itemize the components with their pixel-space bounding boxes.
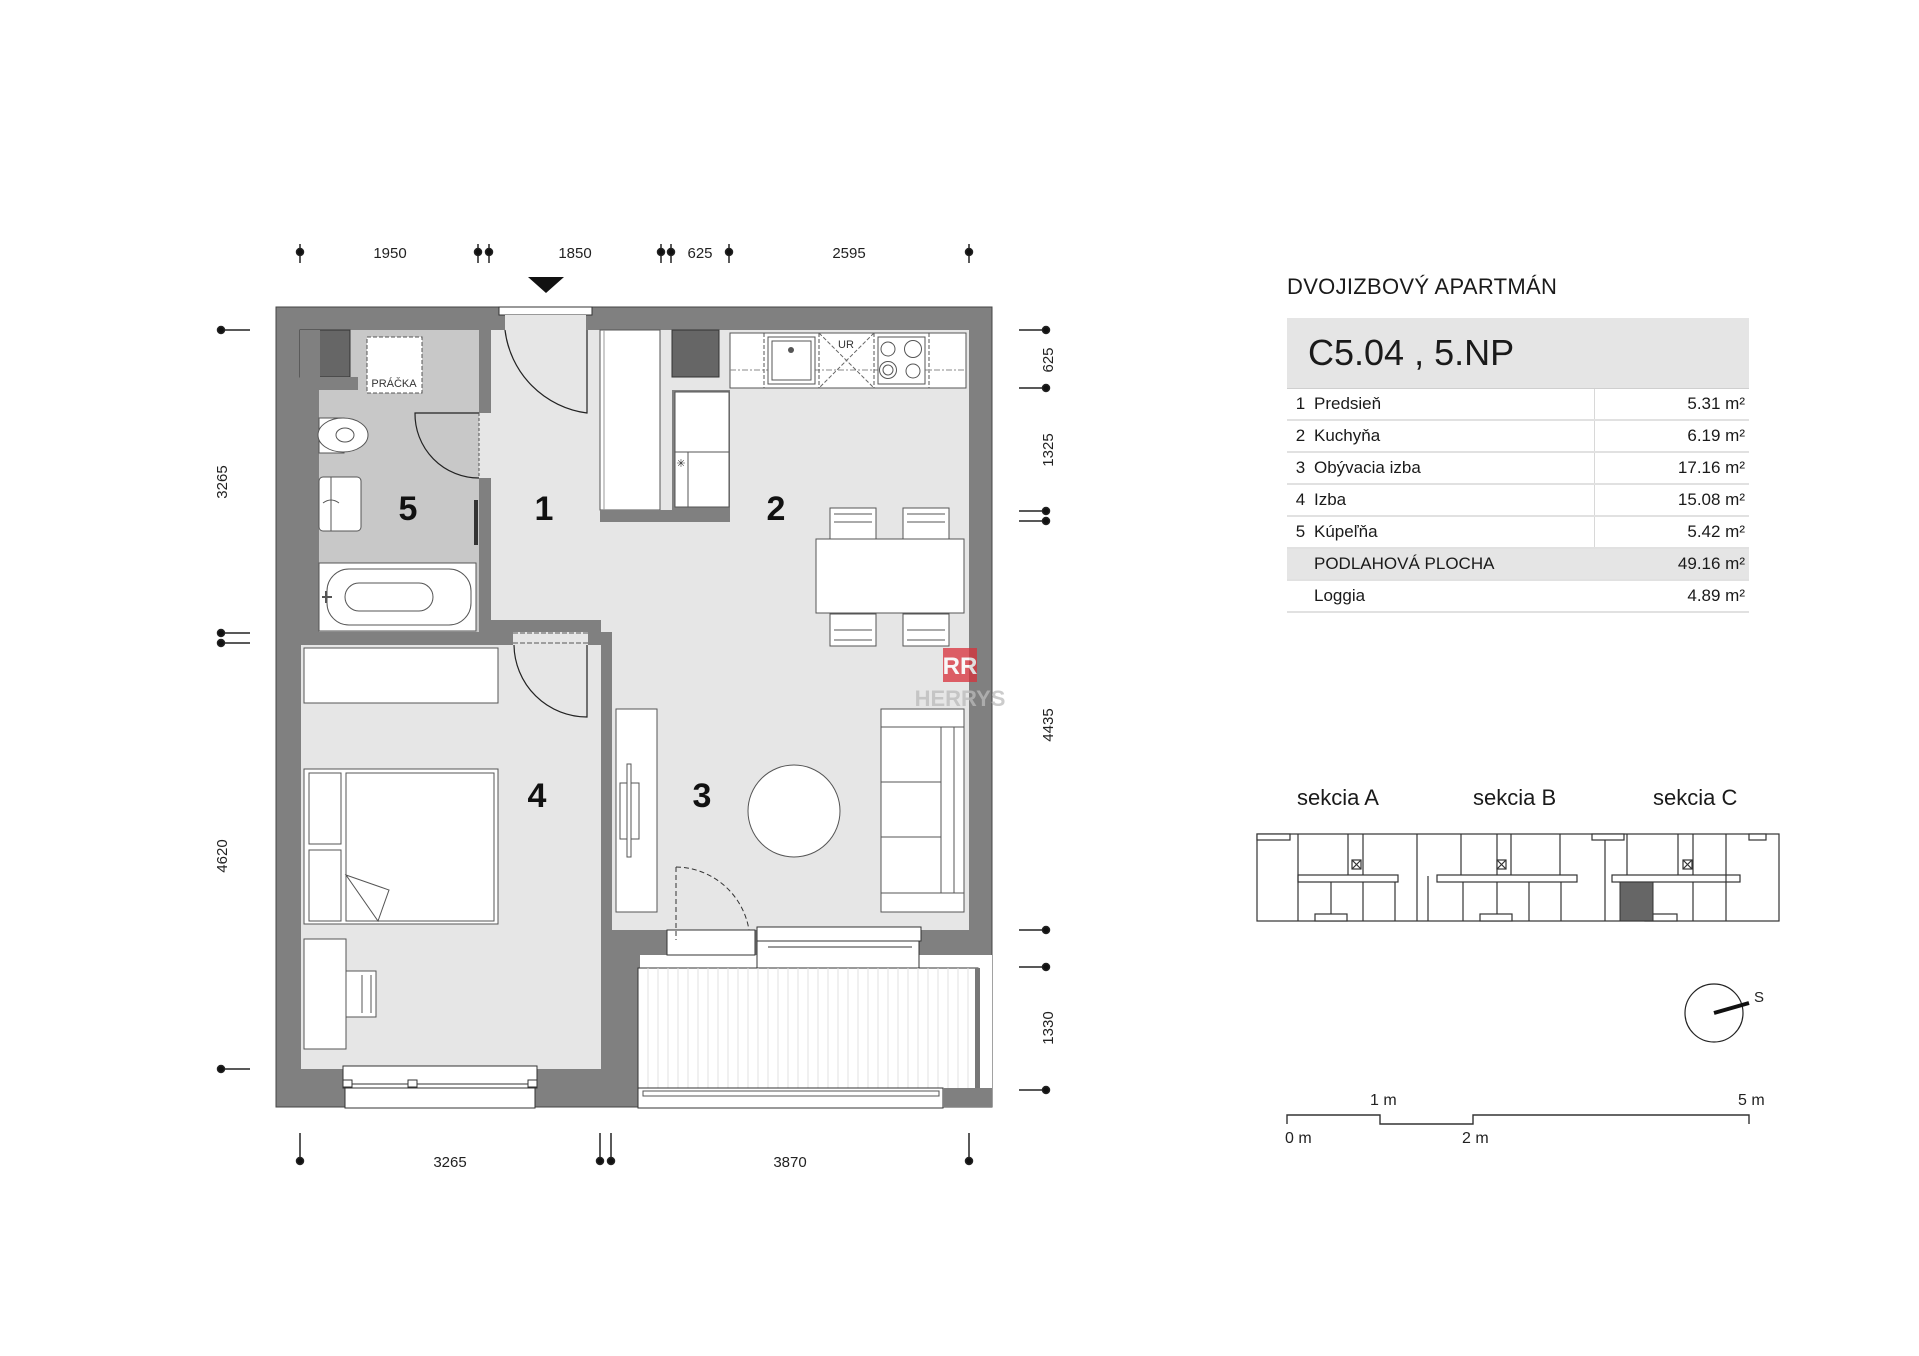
- bed: [303, 768, 499, 925]
- room-name: Kuchyňa: [1314, 420, 1595, 453]
- room-name: Kúpeľňa: [1314, 516, 1595, 549]
- unit-label: C5.04 , 5.NP: [1287, 318, 1749, 389]
- apartment-info-panel: DVOJIZBOVÝ APARTMÁN C5.04 , 5.NP 1 Preds…: [1287, 270, 1749, 613]
- room-area-table: 1 Predsieň 5.31 m² 2 Kuchyňa 6.19 m² 3 O…: [1287, 389, 1749, 613]
- dim-bottom-1: 3265: [433, 1154, 466, 1171]
- room-number-3: 3: [693, 777, 712, 815]
- dim-right-4: 1330: [1040, 1011, 1057, 1044]
- total-area-row: PODLAHOVÁ PLOCHA 49.16 m²: [1287, 548, 1749, 581]
- loggia-row: Loggia 4.89 m²: [1287, 580, 1749, 613]
- section-a-label: sekcia A: [1297, 785, 1379, 810]
- compass-icon: [1684, 983, 1750, 1043]
- dim-right-1: 625: [1040, 347, 1057, 372]
- scale-label-5m: 5 m: [1738, 1092, 1765, 1109]
- fridge-unit: ✳: [672, 390, 730, 510]
- table-row: 4 Izba 15.08 m²: [1287, 484, 1749, 517]
- bedroom-door-swing: [513, 644, 588, 718]
- room-name: Obývacia izba: [1314, 452, 1595, 485]
- hall-wardrobe: [599, 329, 730, 522]
- towel-rail: [474, 500, 478, 545]
- tv-unit: [615, 708, 658, 913]
- key-plan: [1256, 833, 1780, 922]
- bathroom-sink: [318, 476, 362, 532]
- loggia-label: Loggia: [1314, 580, 1595, 613]
- total-area: 49.16 m²: [1594, 548, 1749, 581]
- table-row: 1 Predsieň 5.31 m²: [1287, 389, 1749, 421]
- total-label: PODLAHOVÁ PLOCHA: [1314, 548, 1595, 581]
- dimensions-right: [1019, 325, 1051, 1095]
- room-area: 5.31 m²: [1594, 389, 1749, 421]
- watermark: RR HERRYS: [915, 648, 1006, 711]
- room-name: Izba: [1314, 484, 1595, 517]
- table-row: 3 Obývacia izba 17.16 m²: [1287, 452, 1749, 485]
- svg-text:✳: ✳: [676, 458, 685, 470]
- key-plan-labels: sekcia A sekcia B sekcia C: [1257, 785, 1782, 815]
- room-number-4: 4: [528, 777, 547, 815]
- room-area: 5.42 m²: [1594, 516, 1749, 549]
- shaft-2: [671, 329, 720, 378]
- dim-right-3: 4435: [1040, 708, 1057, 741]
- dim-top-4: 2595: [832, 245, 865, 262]
- kitchen-counter: UR: [729, 332, 967, 389]
- table-row: 2 Kuchyňa 6.19 m²: [1287, 420, 1749, 453]
- dim-left-1: 3265: [214, 465, 231, 498]
- entrance-arrow-icon: [528, 277, 564, 293]
- room-area: 6.19 m²: [1594, 420, 1749, 453]
- living-window: [756, 926, 922, 970]
- washer-label: PRÁČKA: [371, 377, 417, 390]
- loggia-area: 4.89 m²: [1594, 580, 1749, 613]
- room-area: 15.08 m²: [1594, 484, 1749, 517]
- scale-label-1m: 1 m: [1370, 1092, 1397, 1109]
- room-number: 4: [1287, 484, 1314, 517]
- cooktop: [877, 336, 926, 385]
- room-name: Predsieň: [1314, 389, 1595, 421]
- scale-label-0m: 0 m: [1285, 1130, 1312, 1147]
- compass-label: S: [1754, 989, 1765, 1006]
- room-number-1: 1: [535, 490, 554, 528]
- toilet: [317, 417, 369, 454]
- dim-top-1: 1950: [373, 245, 406, 262]
- dining-table: [815, 507, 965, 647]
- room-number-5: 5: [399, 490, 418, 528]
- room-number-2: 2: [767, 490, 786, 528]
- room-number: 3: [1287, 452, 1314, 485]
- watermark-logo: RR: [943, 653, 978, 680]
- dimensions-top: [295, 244, 974, 263]
- entrance-door-swing: [504, 329, 588, 414]
- fridge-label: UR: [838, 339, 854, 351]
- room-number: 1: [1287, 389, 1314, 421]
- scale-label-2m: 2 m: [1462, 1130, 1489, 1147]
- dim-top-2: 1850: [558, 245, 591, 262]
- room-area: 17.16 m²: [1594, 452, 1749, 485]
- room-number: 5: [1287, 516, 1314, 549]
- coffee-table: [747, 764, 841, 858]
- dimensions-left: [216, 325, 250, 1074]
- table-row: 5 Kúpeľňa 5.42 m²: [1287, 516, 1749, 549]
- key-plan-highlighted-unit: [1619, 881, 1654, 922]
- dim-bottom-2: 3870: [773, 1154, 806, 1171]
- section-b-label: sekcia B: [1473, 785, 1557, 810]
- dim-top-3: 625: [687, 245, 712, 262]
- desk: [303, 938, 377, 1050]
- bedroom-window: [342, 1065, 538, 1109]
- dim-left-2: 4620: [214, 839, 231, 872]
- sofa: [880, 708, 965, 913]
- loggia-door: [666, 866, 756, 956]
- dim-right-2: 1325: [1040, 433, 1057, 466]
- washing-machine: [366, 336, 423, 394]
- section-c-label: sekcia C: [1653, 785, 1738, 810]
- apartment-type-title: DVOJIZBOVÝ APARTMÁN: [1287, 274, 1558, 299]
- loggia: [637, 967, 992, 1109]
- bathroom-door-swing: [414, 412, 480, 479]
- bathtub: [318, 562, 477, 632]
- dimensions-bottom: [295, 1133, 974, 1166]
- room-number: 2: [1287, 420, 1314, 453]
- scale-bar: [1286, 1114, 1750, 1125]
- bedroom-wardrobe: [303, 647, 499, 704]
- watermark-text: HERRYS: [915, 686, 1006, 711]
